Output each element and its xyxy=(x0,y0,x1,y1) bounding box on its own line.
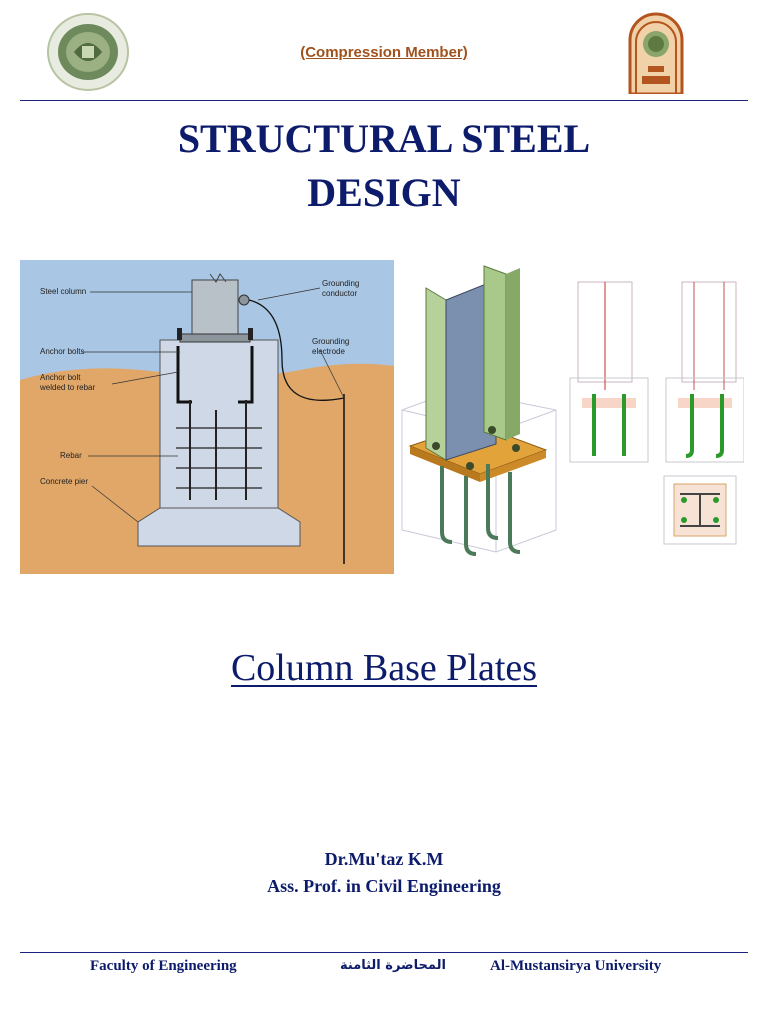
author-name: Dr.Mu'taz K.M xyxy=(324,849,444,869)
footer-divider xyxy=(20,952,748,953)
footer-faculty: Faculty of Engineering xyxy=(90,958,237,974)
label-anchor-bolts: Anchor bolts xyxy=(40,347,84,356)
left-seal-logo xyxy=(47,13,129,91)
label-anchor-bolt-welded-2: welded to rebar xyxy=(39,383,95,392)
footer-lecture: المحاضرة الثامنة xyxy=(340,958,446,973)
base-plate-section-diagram: Steel column Anchor bolts Anchor bolt we… xyxy=(20,260,394,574)
header-title: (Compression Member) xyxy=(300,44,468,61)
title-line-1: STRUCTURAL STEEL xyxy=(177,116,591,161)
base-plate-projections-diagram xyxy=(566,260,744,574)
label-grounding-conductor: Grounding xyxy=(322,279,359,288)
header-divider xyxy=(20,100,748,101)
author-position: Ass. Prof. in Civil Engineering xyxy=(267,876,501,896)
subtitle-text: Column Base Plates xyxy=(230,647,538,689)
column-base-3d-diagram xyxy=(396,260,566,574)
label-anchor-bolt-welded: Anchor bolt xyxy=(40,373,81,382)
label-grounding-electrode-2: electrode xyxy=(312,347,345,356)
label-grounding-electrode: Grounding xyxy=(312,337,349,346)
label-concrete-pier: Concrete pier xyxy=(40,477,88,486)
label-grounding-conductor-2: conductor xyxy=(322,289,357,298)
author-block: Dr.Mu'taz K.M Ass. Prof. in Civil Engine… xyxy=(0,846,768,900)
footer-university: Al-Mustansirya University xyxy=(490,958,662,974)
document-title: STRUCTURAL STEEL DESIGN xyxy=(0,112,768,220)
document-subtitle: Column Base Plates xyxy=(0,646,768,690)
label-rebar: Rebar xyxy=(60,451,82,460)
right-college-logo xyxy=(628,12,684,94)
label-steel-column: Steel column xyxy=(40,287,86,296)
title-line-2: DESIGN xyxy=(307,170,461,215)
